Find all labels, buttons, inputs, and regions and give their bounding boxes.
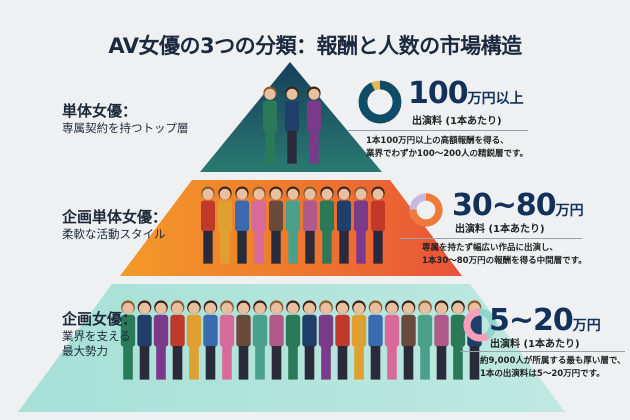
person-figure [236,300,251,380]
person-figure [401,300,416,380]
person-figure [368,300,383,380]
person-figure [353,186,369,264]
ring-chart-top [358,80,402,124]
person-figure [170,300,185,380]
tier-label-top: 単体女優：専属契約を持つトップ層 [62,102,189,135]
ring-chart-bottom [463,308,497,342]
person-figure [318,300,334,380]
page-title: AV女優の3つの分類：報酬と人数の市場構造 [108,34,522,58]
person-figure [120,300,136,380]
person-figure [384,300,400,380]
divider [348,130,528,131]
ring-chart-middle [409,193,443,227]
desc-middle: 専属を持たず幅広い作品に出演し、1本30～80万円の報酬を得る中間層です。 [422,243,587,266]
fee-middle: 出演料 (1本あたり) [455,224,545,235]
person-figure [252,300,268,380]
person-figure [219,300,235,380]
desc-top: 1本100万円以上の高額報酬を得る、業界でわずか100～200人の精鋭層です。 [366,136,529,159]
ring-value [409,193,443,227]
person-figure [450,300,466,380]
amount-top: 100万円以上 [408,76,524,111]
fee-top: 出演料 (1本あたり) [412,116,502,127]
person-figure [153,300,169,380]
divider [400,238,582,239]
person-figure [262,86,278,164]
person-figure [336,186,352,264]
person-figure [285,186,301,264]
person-figure [137,300,152,380]
person-figure [302,300,317,380]
person-figure [269,300,284,380]
ring-value [358,80,402,124]
person-figure [335,300,350,380]
fee-bottom: 出演料 (1本あたり) [490,339,580,350]
person-figure [351,300,367,380]
person-figure [268,186,284,264]
person-figure [234,186,250,264]
tier-label-bottom: 企画女優：業界を支える最大勢力 [62,310,138,358]
divider [460,351,625,352]
ring-value [463,308,497,342]
desc-bottom: 約9,000人が所属する最も厚い層で、1本の出演料は5～20万円です。 [480,356,626,379]
person-figure [319,186,335,264]
person-figure [370,186,386,264]
amount-bottom: 5~20万円 [489,303,601,338]
person-figure [251,186,267,264]
amount-middle: 30~80万円 [452,188,584,223]
person-figure [203,300,218,380]
tier-label-middle: 企画単体女優：柔軟な活動スタイル [62,208,168,241]
person-figure [217,186,233,264]
person-figure [284,86,300,164]
person-figure [285,300,301,380]
person-figure [306,86,322,164]
person-figure [417,300,433,380]
person-figure [186,300,202,380]
person-figure [200,186,216,264]
person-figure [434,300,449,380]
person-figure [302,186,318,264]
